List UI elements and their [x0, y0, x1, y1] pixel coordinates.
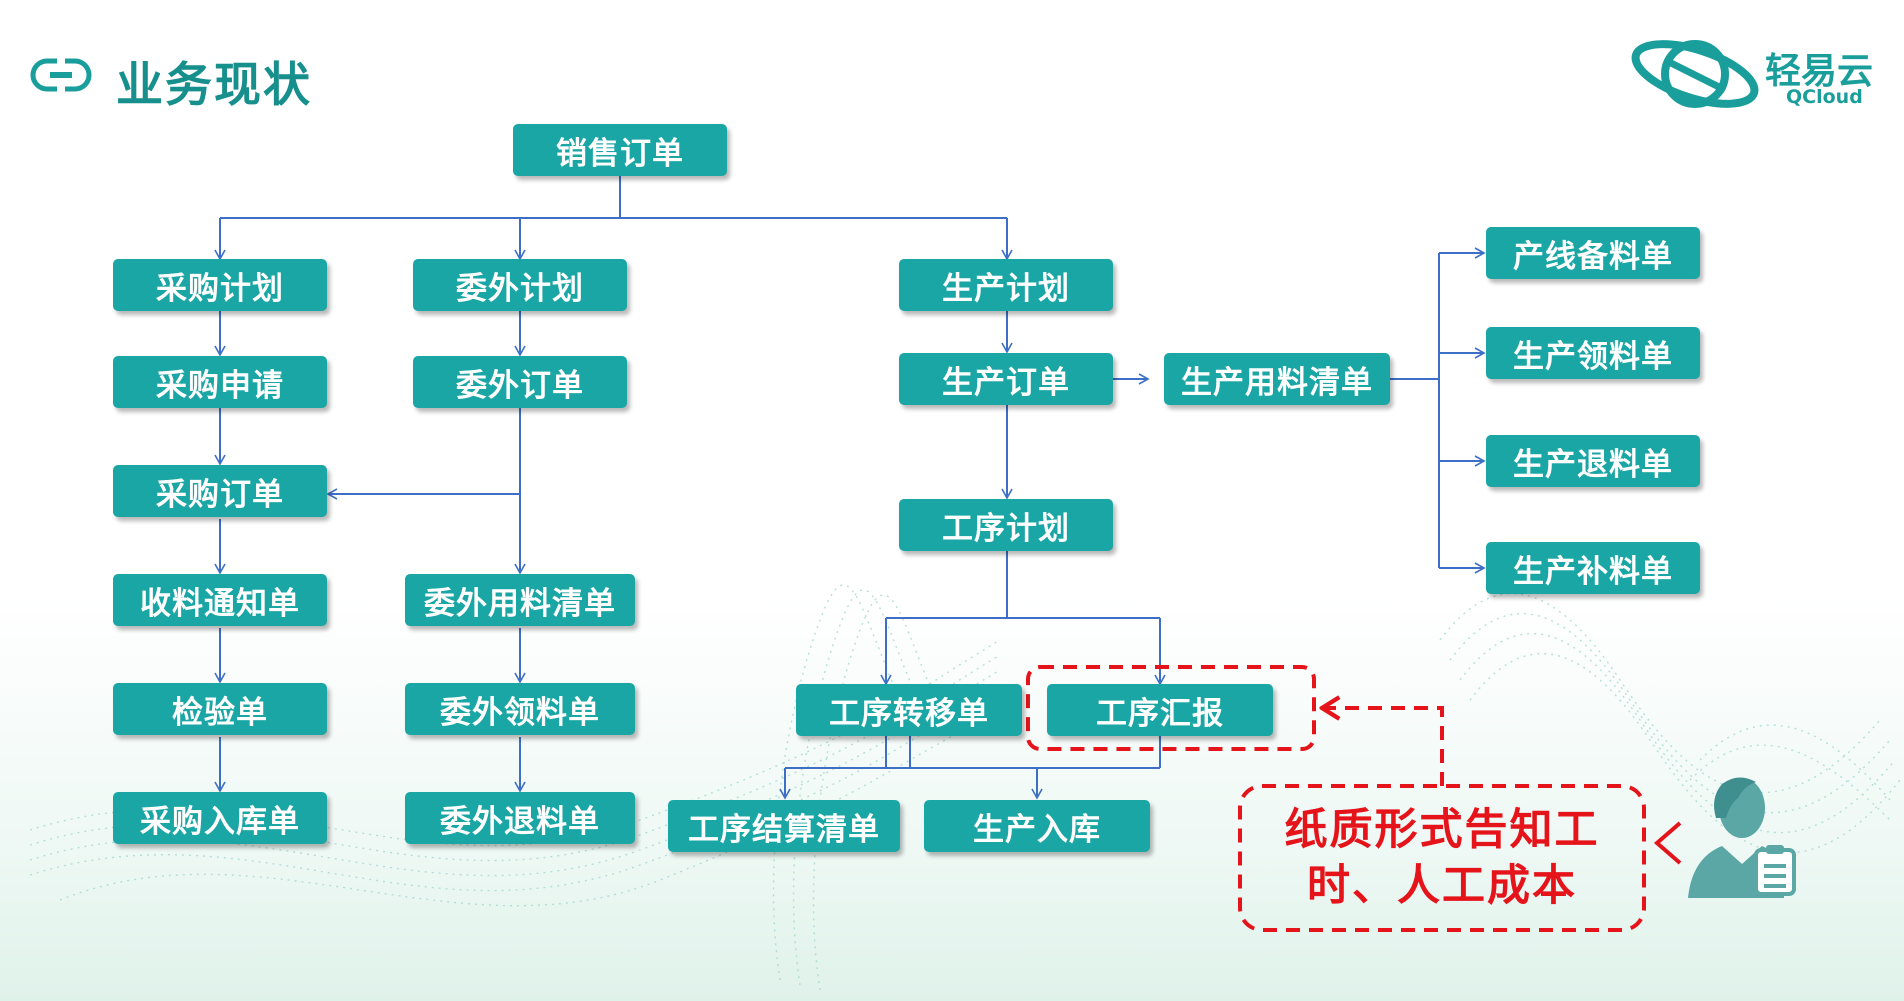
production-inbound-node: 生产入库 [924, 800, 1150, 852]
callout-line-1: 纸质形式告知工 [1284, 805, 1600, 855]
process-plan-node: 工序计划 [899, 499, 1113, 551]
production-plan-node: 生产计划 [899, 259, 1113, 311]
production-order-node: 生产订单 [899, 353, 1113, 405]
outsource-order-node: 委外订单 [413, 356, 627, 408]
purchase-request-node: 采购申请 [113, 356, 327, 408]
purchase-plan-node: 采购计划 [113, 259, 327, 311]
link-icon [30, 58, 92, 92]
inspection-node: 检验单 [113, 683, 327, 735]
purchase-order-node: 采购订单 [113, 465, 327, 517]
sales-order-node: 销售订单 [513, 124, 727, 176]
outsource-plan-node: 委外计划 [413, 259, 627, 311]
line-prep-node: 产线备料单 [1486, 227, 1700, 279]
page-title: 业务现状 [116, 58, 312, 113]
production-supplement-node: 生产补料单 [1486, 542, 1700, 594]
outsource-material-list-node: 委外用料清单 [405, 574, 635, 626]
production-pick-node: 生产领料单 [1486, 327, 1700, 379]
production-material-list-node: 生产用料清单 [1164, 353, 1390, 405]
purchase-inbound-node: 采购入库单 [113, 792, 327, 844]
worker-avatar-icon [1688, 777, 1796, 898]
process-transfer-node: 工序转移单 [796, 684, 1022, 736]
outsource-return-node: 委外退料单 [405, 792, 635, 844]
logo-name: 轻易云 [1765, 51, 1874, 92]
callout-line-2: 时、人工成本 [1307, 861, 1577, 911]
paper-notice-callout: 纸质形式告知工 时、人工成本 [1240, 786, 1644, 930]
production-return-node: 生产退料单 [1486, 435, 1700, 487]
outsource-pick-node: 委外领料单 [405, 683, 635, 735]
qcloud-logo-icon [1631, 40, 1759, 108]
logo-subtitle: QCloud [1786, 86, 1863, 108]
receipt-notice-node: 收料通知单 [113, 574, 327, 626]
process-report-node: 工序汇报 [1047, 684, 1273, 736]
process-settlement-node: 工序结算清单 [668, 800, 900, 852]
